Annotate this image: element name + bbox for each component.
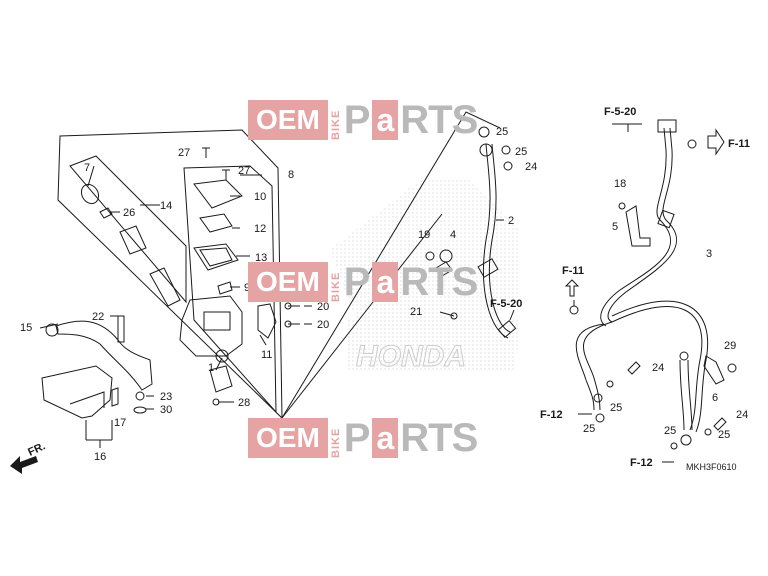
callout-26: 26 — [123, 207, 135, 219]
diaphragm-13 — [193, 243, 239, 271]
callout-25e: 25 — [664, 425, 676, 437]
callout-7: 7 — [84, 162, 90, 174]
callout-28: 28 — [238, 397, 250, 409]
callout-24a: 24 — [525, 161, 537, 173]
ref-f11-right[interactable]: F-11 — [728, 138, 750, 150]
callout-25a: 25 — [496, 126, 508, 138]
plate-12 — [199, 213, 233, 233]
leader-line — [281, 111, 501, 419]
callout-12: 12 — [254, 223, 266, 235]
watermark-middle: OEM BIKE P a RTS — [248, 260, 478, 304]
ref-arrow-f11-right — [707, 128, 725, 156]
callout-3: 3 — [706, 248, 712, 260]
callout-15: 15 — [20, 322, 32, 334]
reservoir-cap — [193, 179, 243, 209]
ref-f5-20-mid[interactable]: F-5-20 — [490, 298, 522, 310]
diagram-code: MKH3F0610 — [686, 462, 737, 472]
ref-arrow-f11-mid — [564, 279, 580, 297]
callout-24b: 24 — [652, 362, 664, 374]
front-label: FR. — [26, 440, 47, 458]
ref-f12-left[interactable]: F-12 — [540, 409, 563, 421]
ref-f5-20-top[interactable]: F-5-20 — [604, 106, 636, 118]
callout-4: 4 — [450, 229, 456, 241]
callout-30: 30 — [160, 404, 172, 416]
watermark-oem: OEM — [248, 262, 328, 302]
watermark-rts: RTS — [400, 416, 478, 460]
callout-6: 6 — [712, 392, 718, 404]
holder-11 — [257, 303, 277, 339]
callout-18: 18 — [614, 178, 626, 190]
callout-14: 14 — [160, 200, 172, 212]
brake-hose-2 — [477, 126, 517, 339]
watermark-bike: BIKE — [329, 271, 342, 302]
callout-22: 22 — [92, 311, 104, 323]
callout-29: 29 — [724, 340, 736, 352]
watermark-bottom: OEM BIKE P a RTS — [248, 416, 478, 460]
front-direction-arrow — [10, 456, 38, 474]
lever-bracket — [41, 365, 113, 419]
callout-27b: 27 — [238, 165, 250, 177]
watermark-bike: BIKE — [329, 109, 342, 140]
callout-5: 5 — [612, 221, 618, 233]
callout-25d: 25 — [583, 423, 595, 435]
callout-24c: 24 — [736, 409, 748, 421]
bracket-5 — [625, 205, 651, 247]
ref-f12-right[interactable]: F-12 — [630, 457, 653, 469]
watermark-top: OEM BIKE P a RTS — [248, 98, 478, 142]
callout-21: 21 — [410, 306, 422, 318]
watermark-rts: RTS — [400, 98, 478, 142]
callout-16: 16 — [94, 451, 106, 463]
brake-lever — [55, 320, 153, 391]
callout-1: 1 — [208, 362, 214, 374]
callout-11: 11 — [261, 349, 272, 361]
callout-20b: 20 — [317, 319, 329, 331]
callout-2: 2 — [508, 215, 514, 227]
callout-17: 17 — [114, 417, 126, 429]
callout-25b: 25 — [515, 146, 527, 158]
watermark-a: a — [372, 262, 399, 302]
callout-27a: 27 — [178, 147, 190, 159]
watermark-rts: RTS — [400, 260, 478, 304]
callout-13: 13 — [255, 252, 267, 264]
watermark-a: a — [372, 100, 399, 140]
svg-text:HONDA: HONDA — [356, 340, 466, 373]
callout-23: 23 — [160, 391, 172, 403]
callout-25f: 25 — [718, 429, 730, 441]
callout-19: 19 — [418, 229, 430, 241]
watermark-oem: OEM — [248, 100, 328, 140]
callout-25c: 25 — [610, 402, 622, 414]
callout-8: 8 — [288, 169, 294, 181]
callout-9: 9 — [244, 282, 250, 294]
watermark-a: a — [372, 418, 399, 458]
callout-20a: 20 — [317, 301, 329, 313]
piston-kit-group-box — [69, 155, 187, 304]
bracket-6 — [703, 355, 725, 385]
watermark-bike: BIKE — [329, 427, 342, 458]
watermark-oem: OEM — [248, 418, 328, 458]
watermark-p: P — [343, 260, 371, 304]
callout-10: 10 — [254, 191, 266, 203]
master-cylinder-body — [179, 295, 243, 357]
watermark-p: P — [343, 98, 371, 142]
ref-f11-mid[interactable]: F-11 — [562, 265, 584, 277]
watermark-p: P — [343, 416, 371, 460]
brake-hose-3 — [575, 119, 709, 446]
